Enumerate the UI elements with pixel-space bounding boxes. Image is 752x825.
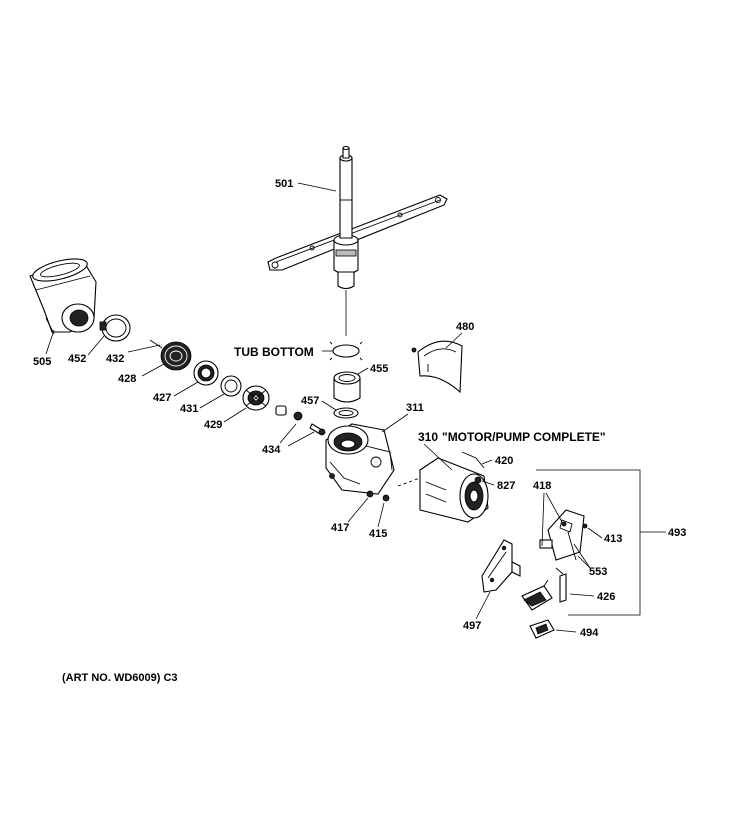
- part-417: [366, 490, 374, 498]
- bracket-part-497: [481, 539, 521, 593]
- pump-housing-part-311: [325, 423, 395, 495]
- label-311: 311: [406, 402, 424, 414]
- label-420: 420: [495, 455, 513, 467]
- bracket-part-418: [539, 509, 585, 561]
- label-310: 310: [418, 430, 438, 444]
- label-426: 426: [597, 591, 615, 603]
- label-553: 553: [589, 566, 607, 578]
- label-418: 418: [533, 480, 551, 492]
- label-455: 455: [370, 363, 388, 375]
- label-429: 429: [204, 419, 222, 431]
- label-417: 417: [331, 522, 349, 534]
- label-452: 452: [68, 353, 86, 365]
- seal-part-455: [333, 371, 361, 403]
- part-426: [555, 567, 567, 603]
- part-413: [582, 523, 588, 529]
- solenoid-part: [521, 579, 553, 611]
- strainer-part-428: [149, 339, 192, 371]
- label-457: 457: [301, 395, 319, 407]
- label-434: 434: [262, 444, 281, 456]
- part-827: [474, 476, 482, 484]
- cover-part-480: [411, 340, 463, 394]
- clamp-part-452: [99, 314, 131, 342]
- label-431: 431: [180, 403, 198, 415]
- group-bracket-493: [536, 469, 641, 616]
- gasket-part-427: [193, 360, 219, 386]
- label-motor-pump-complete: "MOTOR/PUMP COMPLETE": [442, 430, 606, 444]
- label-415: 415: [369, 528, 387, 540]
- wire-part-420: [461, 451, 485, 469]
- label-480: 480: [456, 321, 474, 333]
- seal-part-457: [333, 407, 359, 419]
- motor-part-310: [397, 457, 489, 523]
- ring-part-431: [220, 375, 242, 397]
- label-tub-bottom: TUB BOTTOM: [234, 345, 314, 359]
- art-number: (ART NO. WD6009) C3: [62, 672, 178, 684]
- part-415: [382, 494, 390, 502]
- label-413: 413: [604, 533, 622, 545]
- label-501: 501: [275, 178, 293, 190]
- label-427: 427: [153, 392, 171, 404]
- label-505: 505: [33, 356, 51, 368]
- sump-inlet-part-505: [29, 258, 97, 335]
- fasteners-part-434: [275, 405, 326, 436]
- label-428: 428: [118, 373, 136, 385]
- tub-bottom-ring: [332, 344, 360, 358]
- label-493: 493: [668, 527, 686, 539]
- label-827: 827: [497, 480, 515, 492]
- label-432: 432: [106, 353, 124, 365]
- label-494: 494: [580, 627, 599, 639]
- part-494: [529, 619, 555, 639]
- spray-arm-part-501: [267, 145, 448, 290]
- impeller-part-429: [242, 385, 270, 411]
- label-497: 497: [463, 620, 481, 632]
